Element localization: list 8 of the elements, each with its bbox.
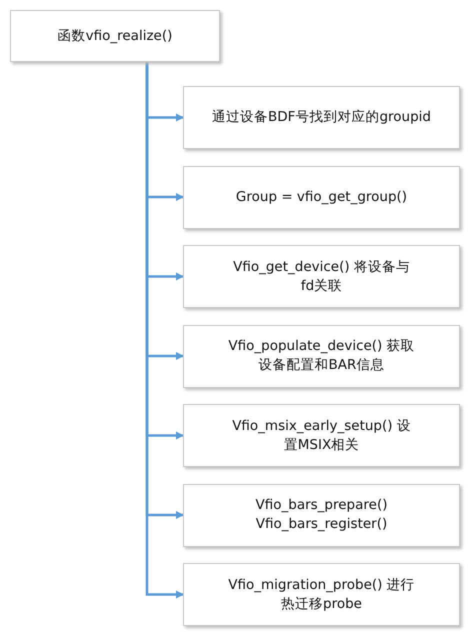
process-box: Group = vfio_get_group() — [183, 166, 460, 228]
process-box: Vfio_bars_prepare() Vfio_bars_register() — [183, 484, 460, 546]
process-box: Vfio_get_device() 将设备与fd关联 — [183, 245, 460, 308]
process-box: 通过设备BDF号找到对应的groupid — [183, 86, 460, 149]
process-box: Vfio_migration_probe() 进行热迁移probe — [183, 563, 460, 626]
process-box: Vfio_msix_early_setup() 设置MSIX相关 — [183, 404, 460, 467]
process-box: 函数vfio_realize() — [10, 10, 220, 62]
process-box: Vfio_populate_device() 获取设备配置和BAR信息 — [183, 324, 460, 388]
